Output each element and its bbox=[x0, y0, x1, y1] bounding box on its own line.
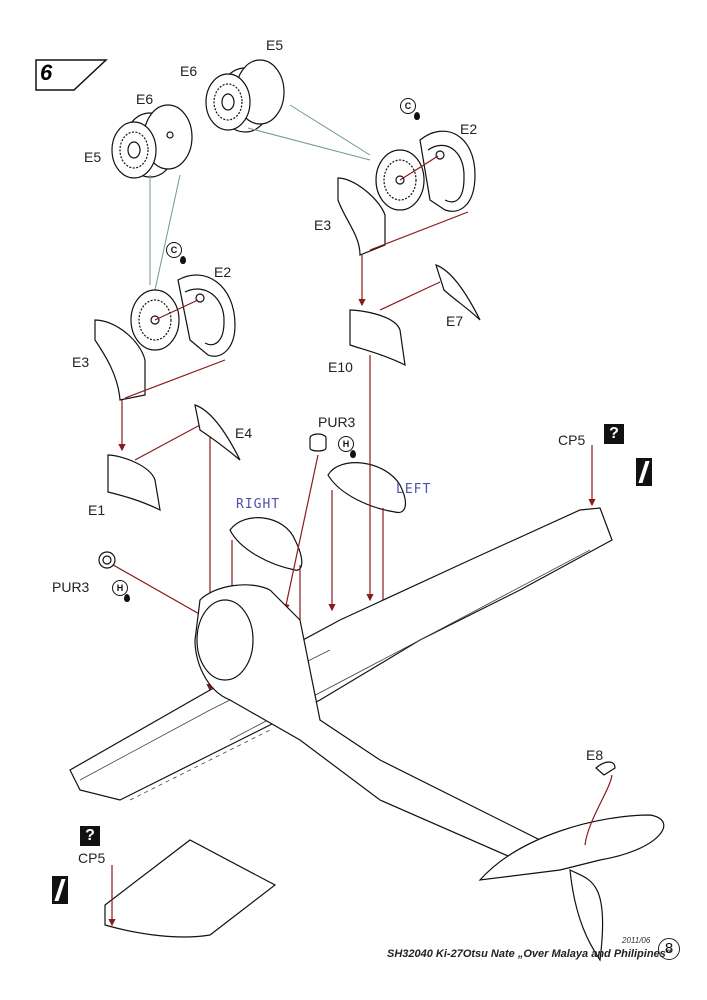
pur3-part-left bbox=[98, 551, 116, 569]
label-e3-left: E3 bbox=[72, 354, 90, 370]
page-number: 8 bbox=[658, 938, 680, 960]
label-e5-top: E5 bbox=[266, 37, 284, 53]
right-strut bbox=[349, 264, 481, 367]
pur3-part-top bbox=[309, 433, 327, 452]
wheel-top-left bbox=[111, 104, 193, 179]
clear-part-icon bbox=[636, 458, 652, 486]
label-e6-top: E6 bbox=[180, 63, 198, 79]
cover-right bbox=[229, 517, 303, 571]
drop-icon bbox=[350, 450, 356, 458]
cement-icon: C bbox=[400, 98, 416, 114]
wheel-top-right bbox=[205, 59, 285, 133]
label-e1: E1 bbox=[88, 502, 106, 518]
step-marker: 6 bbox=[26, 56, 106, 90]
left-wheel-spat bbox=[94, 274, 236, 401]
hobby-glue-icon: H bbox=[112, 580, 128, 596]
clear-part-icon bbox=[52, 876, 68, 904]
label-e10: E10 bbox=[328, 359, 353, 375]
left-strut bbox=[107, 404, 241, 512]
right-leader bbox=[358, 155, 469, 311]
wing-tip-bottom bbox=[104, 839, 277, 938]
cement-icon: C bbox=[166, 242, 182, 258]
guide-lines bbox=[149, 104, 371, 291]
footer-date: 2011/06 bbox=[622, 936, 651, 945]
aircraft-tail bbox=[478, 774, 665, 962]
label-cp5-top: CP5 bbox=[558, 432, 586, 448]
label-e8: E8 bbox=[586, 747, 604, 763]
label-cp5-bottom: CP5 bbox=[78, 850, 106, 866]
footer-title: SH32040 Ki-27Otsu Nate „Over Malaya and … bbox=[387, 948, 671, 960]
cover-left bbox=[327, 462, 407, 514]
label-pur3-left: PUR3 bbox=[52, 579, 90, 595]
question-mark-icon: ? bbox=[80, 826, 100, 846]
tip-leaders bbox=[108, 445, 596, 927]
label-pur3-top: PUR3 bbox=[318, 414, 356, 430]
right-wheel-spat bbox=[337, 130, 476, 256]
step-number: 6 bbox=[40, 60, 53, 85]
e8-part bbox=[595, 761, 616, 776]
label-e5-left: E5 bbox=[84, 149, 102, 165]
drop-icon bbox=[180, 256, 186, 264]
label-e4: E4 bbox=[235, 425, 253, 441]
label-e3-right: E3 bbox=[314, 217, 332, 233]
question-mark-icon: ? bbox=[604, 424, 624, 444]
hobby-glue-icon: H bbox=[338, 436, 354, 452]
label-e7: E7 bbox=[446, 313, 464, 329]
label-right-side: RIGHT bbox=[236, 497, 281, 512]
label-left-side: LEFT bbox=[396, 482, 432, 497]
label-e2-left: E2 bbox=[214, 264, 232, 280]
drop-icon bbox=[124, 594, 130, 602]
label-e2-right: E2 bbox=[460, 121, 478, 137]
drop-icon bbox=[414, 112, 420, 120]
label-e6-left: E6 bbox=[136, 91, 154, 107]
step-badge bbox=[35, 59, 108, 91]
